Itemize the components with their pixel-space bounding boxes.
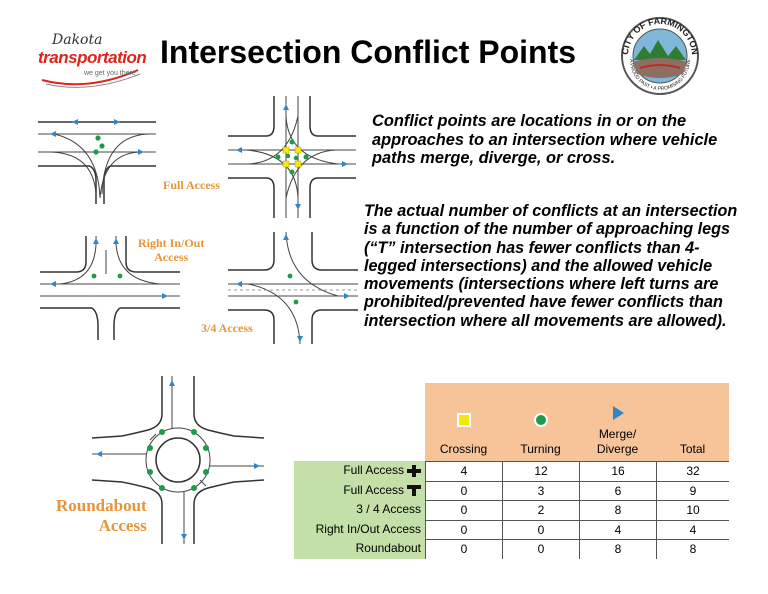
cell-turning: 12	[502, 461, 579, 481]
t-leg-icon	[407, 485, 421, 497]
header-merge-label-2: Diverge	[596, 442, 639, 456]
row-label-text: Full Access	[343, 482, 404, 497]
table-row: Right In/Out Access 0 0 4 4	[294, 519, 729, 540]
row-label: Full Access	[294, 481, 421, 501]
header-crossing-label: Crossing	[439, 442, 488, 456]
table-row: Full Access 4 12 16 32	[294, 461, 729, 481]
cell-turning: 3	[502, 480, 579, 501]
cell-total: 4	[656, 519, 729, 540]
roundabout-access-label: Roundabout Access	[56, 496, 147, 535]
cell-total: 9	[656, 480, 729, 501]
cell-turning: 2	[502, 500, 579, 520]
cell-total: 10	[656, 500, 729, 520]
cell-merge-diverge: 4	[579, 519, 656, 540]
cell-crossing: 0	[425, 500, 502, 520]
row-label-text: Full Access	[343, 463, 404, 477]
cell-crossing: 0	[425, 519, 502, 540]
right-in-out-label: Right In/Out Access	[138, 236, 205, 265]
three-quarter-access-label: 3/4 Access	[201, 321, 253, 335]
explanation-paragraph: The actual number of conflicts at an int…	[364, 202, 738, 330]
header-turning-label: Turning	[520, 442, 561, 456]
row-label-text: Right In/Out Access	[315, 521, 421, 536]
t-intersection-full-access-diagram	[38, 119, 156, 204]
cell-total: 32	[656, 461, 729, 481]
logo-wordmark: transportation	[38, 48, 147, 67]
four-leg-icon	[407, 464, 421, 477]
cell-merge-diverge: 8	[579, 500, 656, 520]
page-title: Intersection Conflict Points	[160, 34, 577, 70]
header-crossing: Crossing	[425, 383, 502, 461]
table-rowlabel-background	[294, 461, 425, 559]
four-leg-full-access-diagram	[228, 96, 356, 218]
roundabout-diagram	[92, 376, 264, 544]
roundabout-label-line2: Access	[98, 515, 147, 535]
row-label-text: 3 / 4 Access	[356, 502, 421, 517]
three-quarter-access-diagram	[228, 232, 358, 344]
table-header-background	[425, 383, 729, 461]
cell-turning: 0	[502, 539, 579, 559]
header-merge-label-1: Merge/	[598, 427, 637, 441]
header-merge-diverge: Merge/ Diverge	[579, 383, 656, 461]
cell-total: 8	[656, 539, 729, 559]
header-turning: Turning	[502, 383, 579, 461]
merge-triangle-icon	[612, 406, 624, 420]
row-label: Full Access	[294, 461, 421, 481]
right-in-out-diagram	[40, 236, 180, 340]
cell-merge-diverge: 16	[579, 461, 656, 481]
full-access-label: Full Access	[163, 178, 220, 192]
city-of-farmington-seal: CITY OF FARMINGTON A PROUD PAST • A PROM…	[620, 16, 700, 96]
cell-crossing: 0	[425, 480, 502, 501]
header-total-label: Total	[679, 442, 706, 456]
right-in-out-label-line2: Access	[154, 249, 189, 264]
cell-merge-diverge: 6	[579, 480, 656, 501]
cell-merge-diverge: 8	[579, 539, 656, 559]
row-label-text: Roundabout	[355, 541, 421, 556]
crossing-square-icon	[456, 413, 471, 427]
definition-paragraph: Conflict points are locations in or on t…	[372, 112, 718, 168]
roundabout-label-line1: Roundabout	[56, 496, 147, 515]
cell-turning: 0	[502, 519, 579, 540]
table-row: Roundabout 0 0 8 8	[294, 539, 729, 559]
logo-tagline: we get you there	[84, 70, 136, 77]
cell-crossing: 0	[425, 539, 502, 559]
dakota-transportation-logo: Dakota transportation we get you there	[38, 30, 148, 92]
turning-dot-icon	[533, 413, 548, 427]
logo-script-text: Dakota	[52, 32, 103, 48]
cell-crossing: 4	[425, 461, 502, 481]
right-in-out-label-line1: Right In/Out	[138, 236, 205, 250]
header-total: Total	[656, 383, 729, 461]
logo-swoosh-icon	[41, 69, 141, 88]
table-row: 3 / 4 Access 0 2 8 10	[294, 500, 729, 520]
table-row: Full Access 0 3 6 9	[294, 480, 729, 501]
